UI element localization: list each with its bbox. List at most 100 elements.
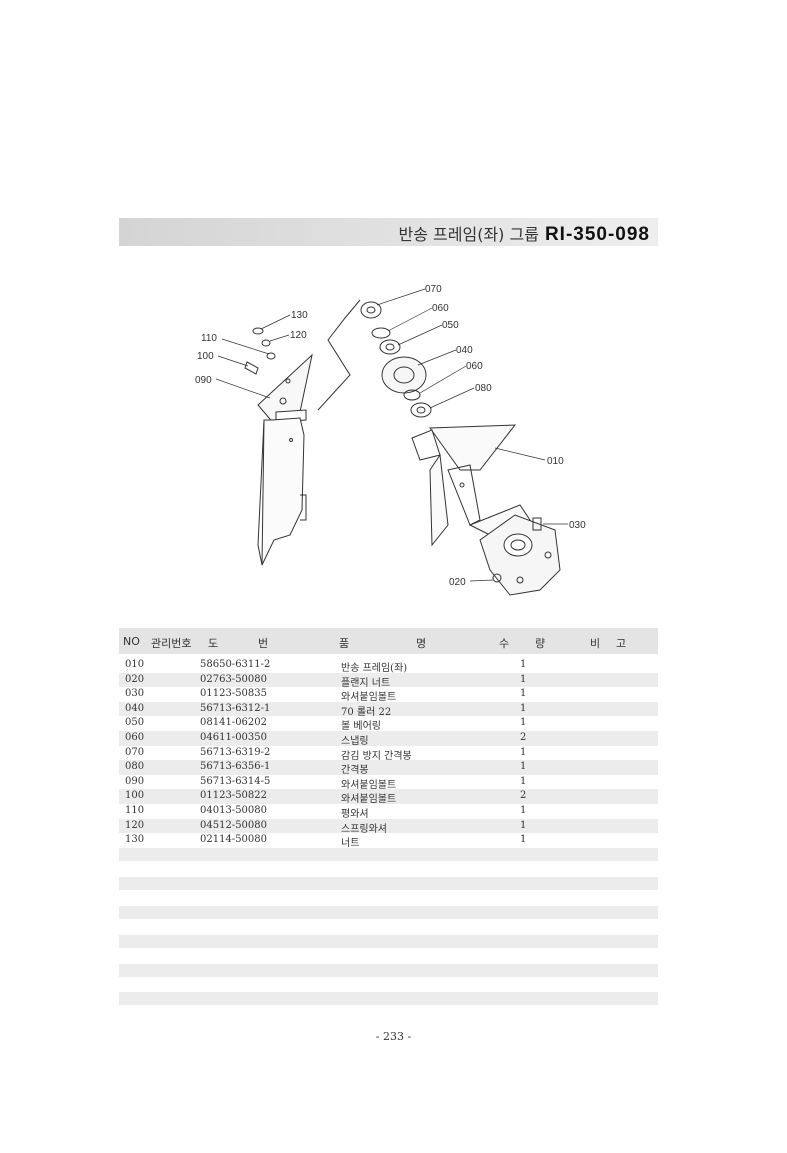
part-name: 와셔붙임볼트	[341, 692, 397, 704]
part-no: 040	[125, 702, 145, 714]
left-fasteners	[244, 327, 276, 375]
part-qty: 1	[520, 819, 527, 831]
part-name: 70 롤러 22	[341, 706, 392, 718]
header-no: NO	[123, 635, 140, 648]
empty-row-band	[119, 906, 658, 919]
part-qty: 1	[520, 746, 527, 758]
table-row: 130 02114-50080 너트 1	[119, 833, 658, 850]
drawing-number: 01123-50822	[200, 790, 268, 802]
part-name: 와셔붙임볼트	[341, 779, 397, 791]
part-no: 120	[125, 819, 145, 831]
part-name: 감김 방지 간격봉	[341, 750, 412, 762]
empty-row-band	[119, 964, 658, 977]
group-code: RI-350-098	[544, 224, 650, 245]
drawing-number: 01123-50835	[200, 688, 268, 700]
part-name: 볼 베어링	[341, 721, 381, 733]
header-qty-2: 량	[535, 637, 546, 650]
callout-040: 040	[456, 345, 473, 356]
callout-060: 060	[432, 303, 449, 314]
part-no: 130	[125, 834, 145, 846]
drawing-number: 04611-00350	[200, 731, 268, 743]
header-mgmt-number: 관리번호	[151, 637, 192, 650]
leader-lines	[215, 288, 568, 582]
drawing-number: 56713-6319-2	[200, 746, 271, 758]
right-transport-frame	[411, 424, 561, 596]
header-remark-2: 고	[616, 637, 627, 650]
drawing-number: 08141-06202	[200, 717, 268, 729]
group-name: 반송 프레임(좌) 그룹	[398, 225, 539, 244]
table-row: 030 01123-50835 와셔붙임볼트 1	[119, 687, 658, 704]
part-no: 090	[125, 775, 145, 787]
table-row: 100 01123-50822 와셔붙임볼트 2	[119, 789, 658, 805]
drawing-number: 56713-6314-5	[200, 775, 271, 787]
empty-row-band	[119, 935, 658, 948]
drawing-number: 56713-6312-1	[200, 702, 271, 714]
part-name: 반송 프레임(좌)	[341, 663, 408, 674]
callout-130: 130	[291, 310, 308, 321]
part-no: 050	[125, 717, 145, 729]
callout-050: 050	[442, 320, 459, 331]
drawing-number: 04512-50080	[200, 819, 268, 831]
empty-row-band	[119, 877, 658, 890]
part-qty: 1	[520, 702, 527, 714]
parts-table-body: 010 58650-6311-2 반송 프레임(좌) 1 020 02763-5…	[119, 658, 658, 850]
title-bar: 반송 프레임(좌) 그룹 RI-350-098	[119, 218, 658, 246]
empty-row-band	[119, 848, 658, 861]
part-qty: 2	[520, 731, 527, 743]
callout-030: 030	[569, 520, 586, 531]
callout-010: 010	[547, 456, 564, 467]
part-no: 010	[125, 659, 145, 670]
drawing-number: 56713-6356-1	[200, 761, 271, 773]
drawing-number: 04013-50080	[200, 804, 268, 816]
header-drawing-2: 번	[258, 637, 269, 650]
part-no: 020	[125, 673, 145, 685]
page-number: - 233 -	[375, 1030, 412, 1043]
parts-table-header: NO 관리번호 도 번 품 명 수 량 비 고	[119, 628, 658, 654]
part-qty: 1	[520, 761, 527, 773]
callout-080: 080	[475, 383, 492, 394]
part-name: 스냅링	[341, 735, 369, 747]
part-name: 간격봉	[341, 765, 369, 777]
callout-110: 110	[201, 333, 217, 344]
part-qty: 1	[520, 804, 527, 816]
callout-120: 120	[290, 330, 307, 341]
drawing-number: 02114-50080	[200, 834, 268, 846]
callout-100: 100	[197, 351, 214, 362]
table-row: 040 56713-6312-1 70 롤러 22 1	[119, 701, 658, 718]
header-name-1: 품	[339, 637, 350, 650]
callout-090: 090	[195, 375, 212, 386]
part-qty: 1	[520, 659, 527, 670]
part-name: 플랜지 너트	[341, 677, 391, 689]
part-qty: 1	[520, 688, 527, 700]
table-row: 020 02763-50080 플랜지 너트 1	[119, 672, 658, 689]
part-qty: 1	[520, 717, 527, 729]
part-no: 110	[125, 804, 145, 816]
header-name-2: 명	[416, 637, 427, 650]
right-parts-stack	[360, 301, 432, 418]
page-title: 반송 프레임(좌) 그룹 RI-350-098	[399, 221, 650, 246]
header-drawing-1: 도	[208, 637, 219, 650]
part-qty: 1	[520, 775, 527, 787]
part-name: 너트	[341, 838, 360, 850]
part-no: 060	[125, 731, 145, 743]
table-row: 090 56713-6314-5 와셔붙임볼트 1	[119, 775, 658, 791]
table-row: 120 04512-50080 스프링와셔 1	[119, 818, 658, 835]
callout-070: 070	[425, 284, 442, 295]
part-no: 030	[125, 688, 145, 700]
table-row: 110 04013-50080 평와셔 1	[119, 804, 658, 820]
table-row: 080 56713-6356-1 간격봉 1	[119, 760, 658, 777]
part-no: 070	[125, 746, 145, 758]
part-qty: 1	[520, 673, 527, 685]
table-row: 050 08141-06202 볼 베어링 1	[119, 716, 658, 733]
part-no: 100	[125, 790, 145, 802]
table-row: 070 56713-6319-2 감김 방지 간격봉 1	[119, 746, 658, 762]
callout-020: 020	[449, 577, 466, 588]
table-row: 060 04611-00350 스냅링 2	[119, 730, 658, 747]
header-qty-1: 수	[499, 637, 510, 650]
drawing-number: 02763-50080	[200, 673, 268, 685]
empty-row-band	[119, 992, 658, 1005]
linking-rod	[317, 299, 361, 411]
part-no: 080	[125, 761, 145, 773]
left-arm-frame	[257, 353, 313, 566]
